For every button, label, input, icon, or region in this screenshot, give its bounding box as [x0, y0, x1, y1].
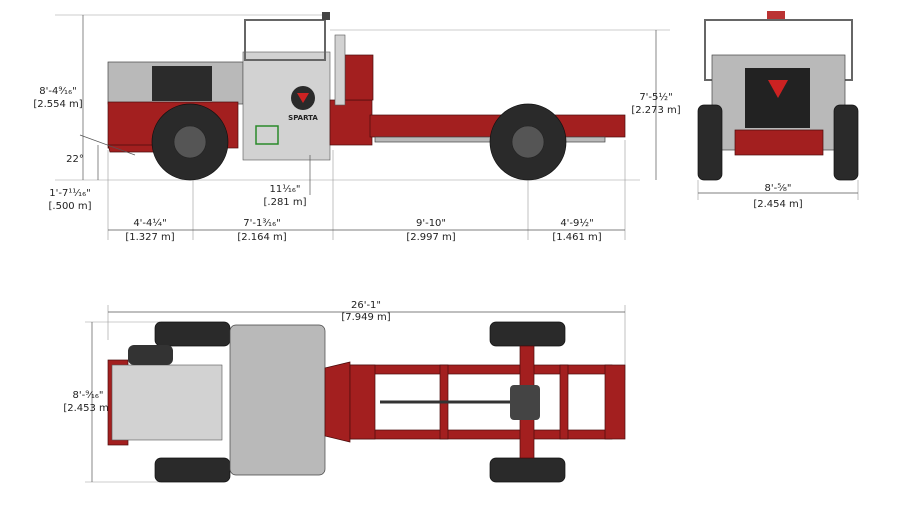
- front-grille: [745, 68, 810, 128]
- roll-cage: [244, 19, 326, 61]
- ground-clearance-metric: [.281 m]: [264, 197, 307, 208]
- front-width-metric: [2.454 m]: [753, 199, 802, 210]
- top-view: 26'-1" [7.949 m] 8'-⁹⁄₁₆" [2.453 m]: [63, 300, 626, 483]
- articulation-joint: [329, 99, 373, 146]
- segment-2-metric: [2.164 m]: [237, 232, 286, 243]
- frame-height-imperial: 7'-5½": [639, 91, 672, 103]
- engine-grille: [152, 66, 212, 101]
- segment-3-metric: [2.997 m]: [406, 232, 455, 243]
- front-clearance-metric: [.500 m]: [49, 201, 92, 212]
- front-left-tire-top: [154, 321, 231, 347]
- overall-length-metric: [7.949 m]: [341, 312, 390, 323]
- rear-left-tire-top: [489, 321, 566, 347]
- segment-4-imperial: 4'-9½": [560, 217, 593, 229]
- engine-cover-top: [111, 364, 223, 441]
- segment-4-metric: [1.461 m]: [552, 232, 601, 243]
- overall-height-metric: [2.554 m]: [33, 99, 82, 110]
- front-right-tire-top: [154, 457, 231, 483]
- rear-right-tire-top: [489, 457, 566, 483]
- rear-frame-rail-right: [349, 429, 613, 440]
- segment-3-imperial: 9'-10": [416, 218, 446, 229]
- frame-height-metric: [2.273 m]: [631, 105, 680, 116]
- top-width-metric: [2.453 m]: [63, 403, 112, 414]
- rear-frame-rail-left: [349, 364, 613, 375]
- cab: [242, 51, 331, 161]
- segment-2-imperial: 7'-1³⁄₁₆": [243, 218, 280, 229]
- front-right-tire: [833, 104, 859, 181]
- overall-length-imperial: 26'-1": [351, 300, 381, 311]
- side-view: SPARTA 8'-4⁹⁄₁₆" [2.554 m] 22° 1'-7¹¹⁄₁₆…: [33, 12, 681, 243]
- front-width-imperial: 8'-⁵⁄₈": [764, 183, 791, 194]
- ground-clearance-imperial: 11¹⁄₁₆": [269, 184, 300, 195]
- segment-1-imperial: 4'-4¼": [133, 217, 166, 229]
- cab-roof: [229, 324, 326, 476]
- front-view: 8'-⁵⁄₈" [2.454 m]: [697, 11, 859, 210]
- overall-height-imperial: 8'-4⁹⁄₁₆": [39, 86, 76, 97]
- approach-angle: 22°: [66, 154, 84, 165]
- front-left-tire: [697, 104, 723, 181]
- top-width-imperial: 8'-⁹⁄₁₆": [72, 390, 103, 401]
- segment-1-metric: [1.327 m]: [125, 232, 174, 243]
- front-clearance-imperial: 1'-7¹¹⁄₁₆": [49, 188, 90, 199]
- brand-label: SPARTA: [288, 114, 318, 122]
